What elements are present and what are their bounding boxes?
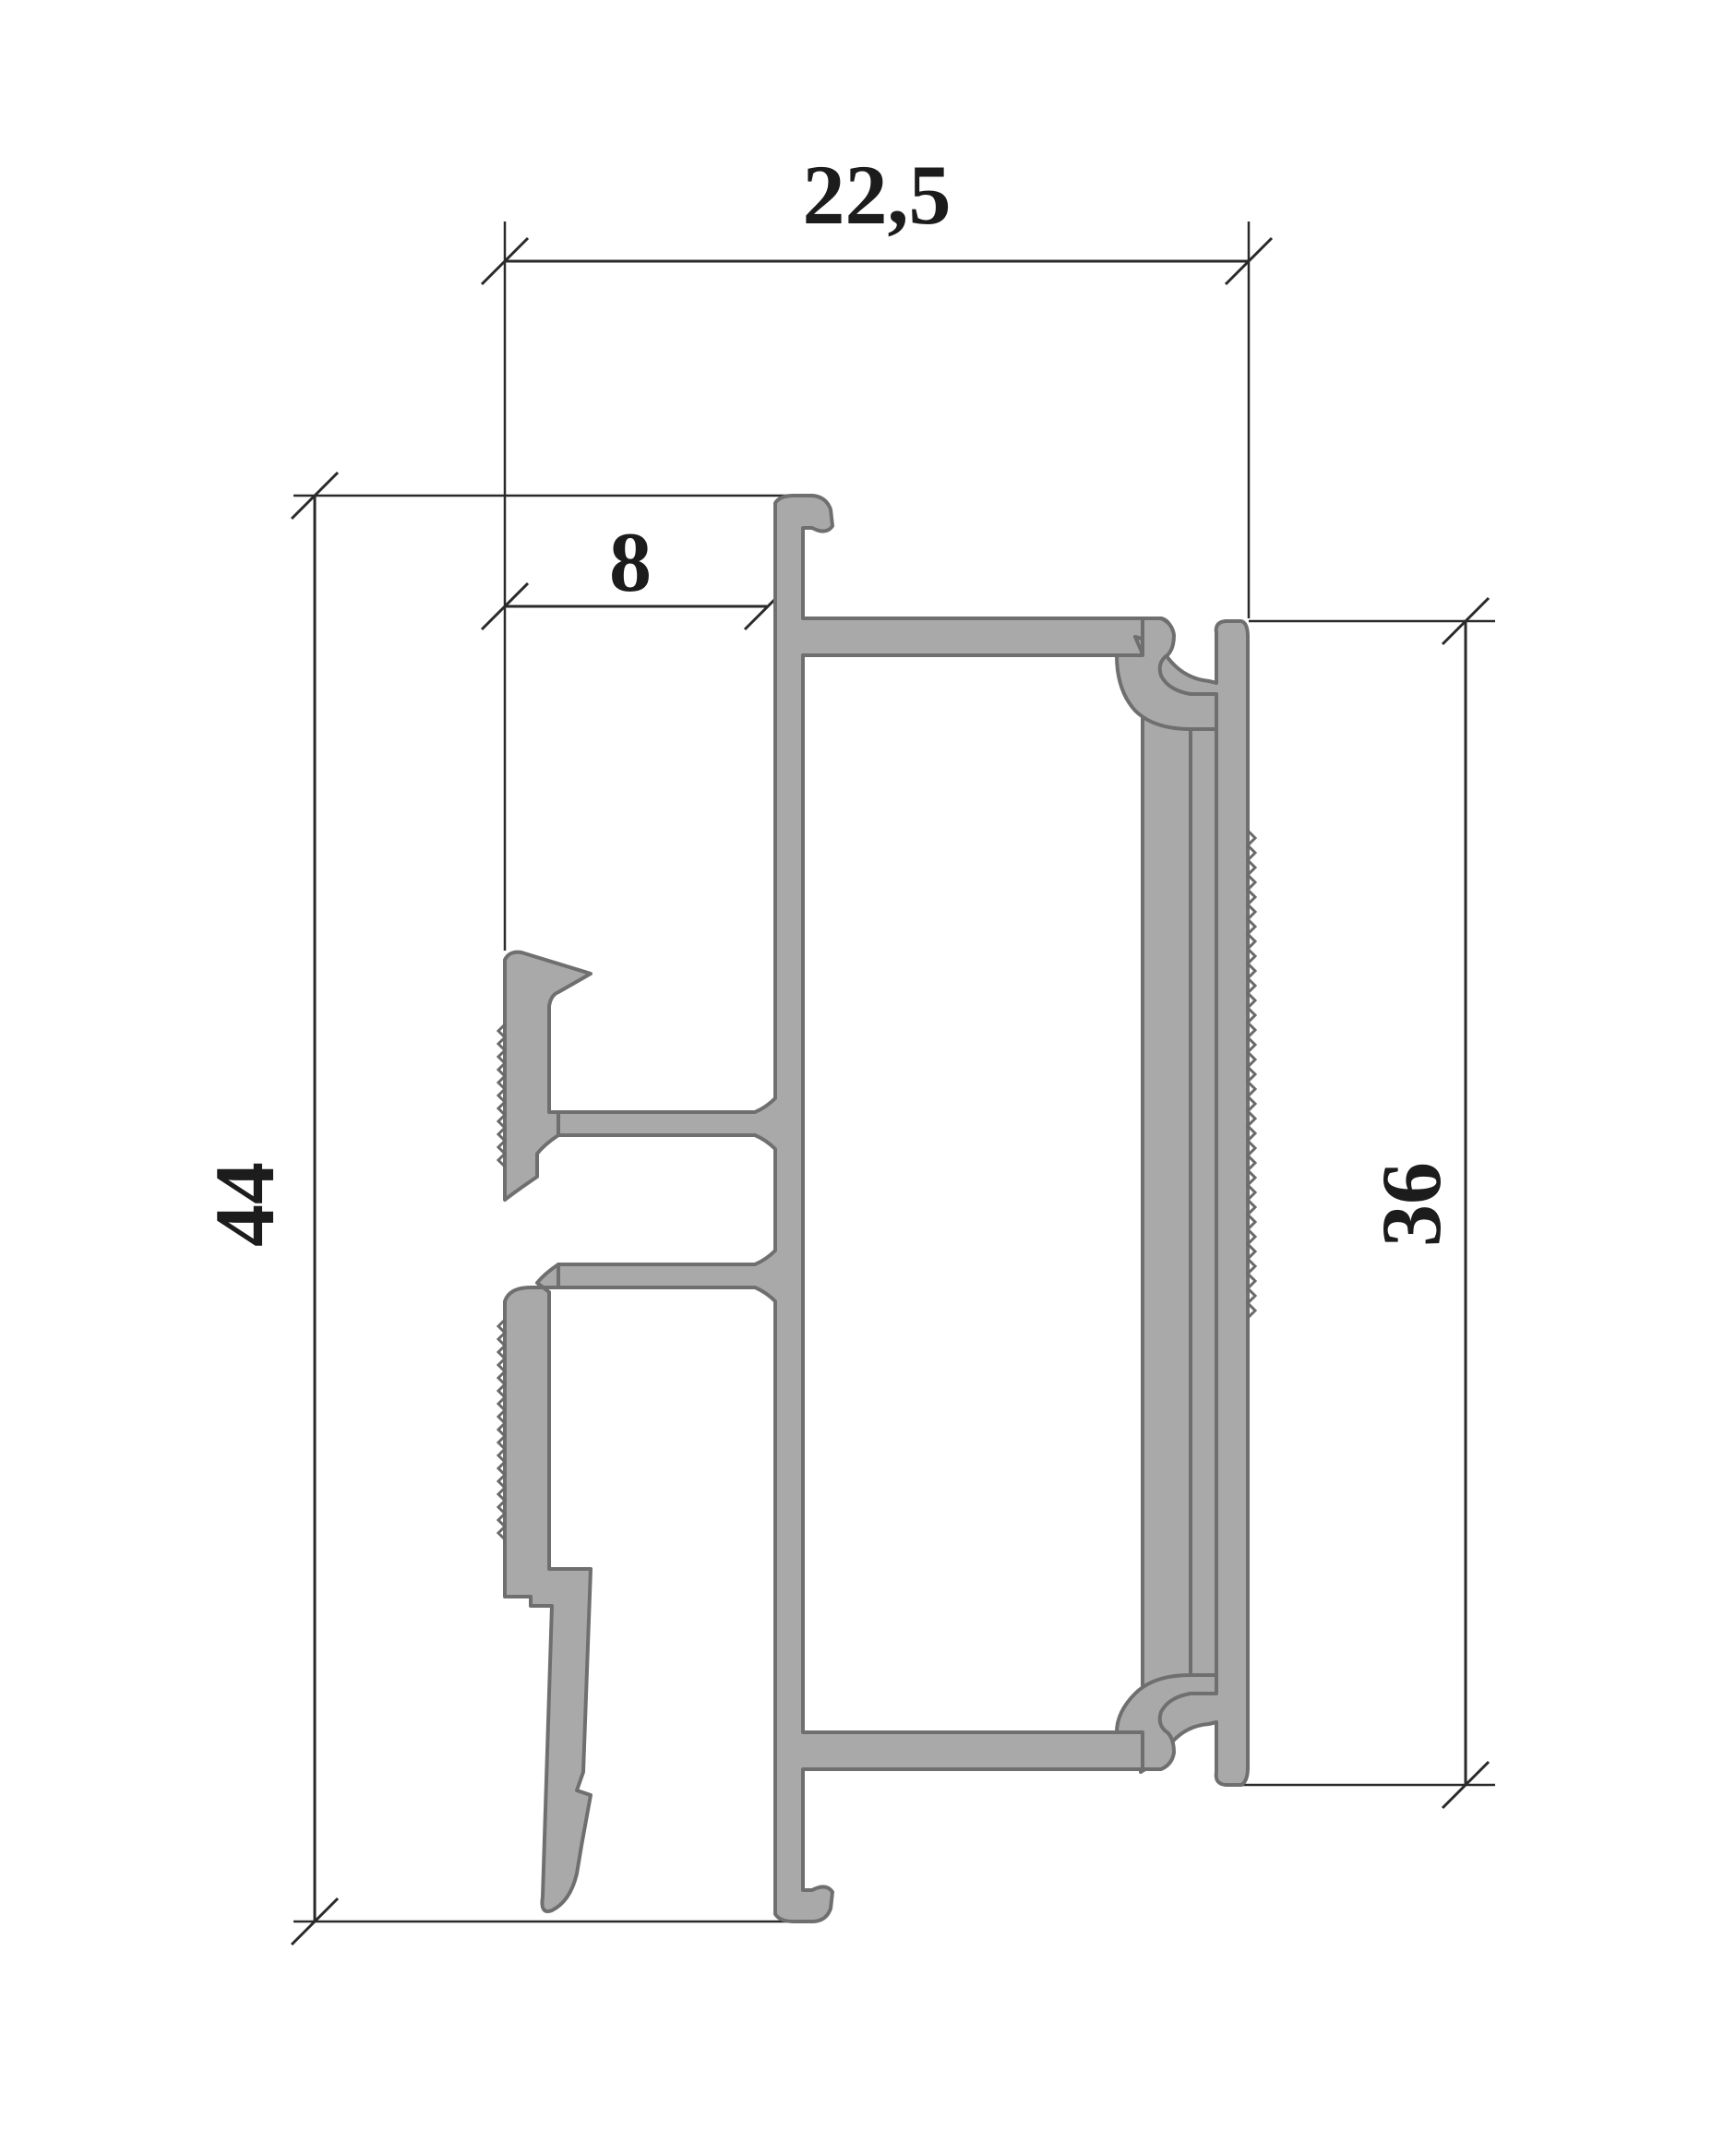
profile-bottom-boss xyxy=(1115,1673,1218,1771)
dimension-inner-height: 36 xyxy=(1227,596,1495,1810)
label-overall-height: 44 xyxy=(198,1162,292,1247)
aluminium-profile xyxy=(496,494,1258,1923)
profile-left-serration xyxy=(496,1023,508,1541)
tick-right xyxy=(1224,236,1274,286)
profile-center-web xyxy=(557,494,1144,1923)
tick-bottom xyxy=(1441,1760,1491,1810)
profile-left-clip-lower xyxy=(503,1263,593,1913)
label-inner-height: 36 xyxy=(1364,1162,1458,1247)
tick-left xyxy=(480,236,530,286)
dimension-overall-height: 44 xyxy=(198,471,803,1946)
dimension-inner-width: 8 xyxy=(480,515,793,631)
profile-top-boss xyxy=(1115,617,1218,731)
tick-left xyxy=(480,581,530,631)
profile-left-clip-upper xyxy=(503,950,593,1202)
tick-bottom xyxy=(290,1897,340,1946)
label-overall-width: 22,5 xyxy=(803,148,952,242)
tick-top xyxy=(1441,596,1491,646)
tick-top xyxy=(290,471,340,521)
profile-right-inner-wall xyxy=(1189,727,1218,1677)
label-inner-width: 8 xyxy=(609,515,652,609)
profile-right-serration xyxy=(1245,829,1258,1320)
dimension-overall-width: 22,5 xyxy=(480,148,1274,951)
